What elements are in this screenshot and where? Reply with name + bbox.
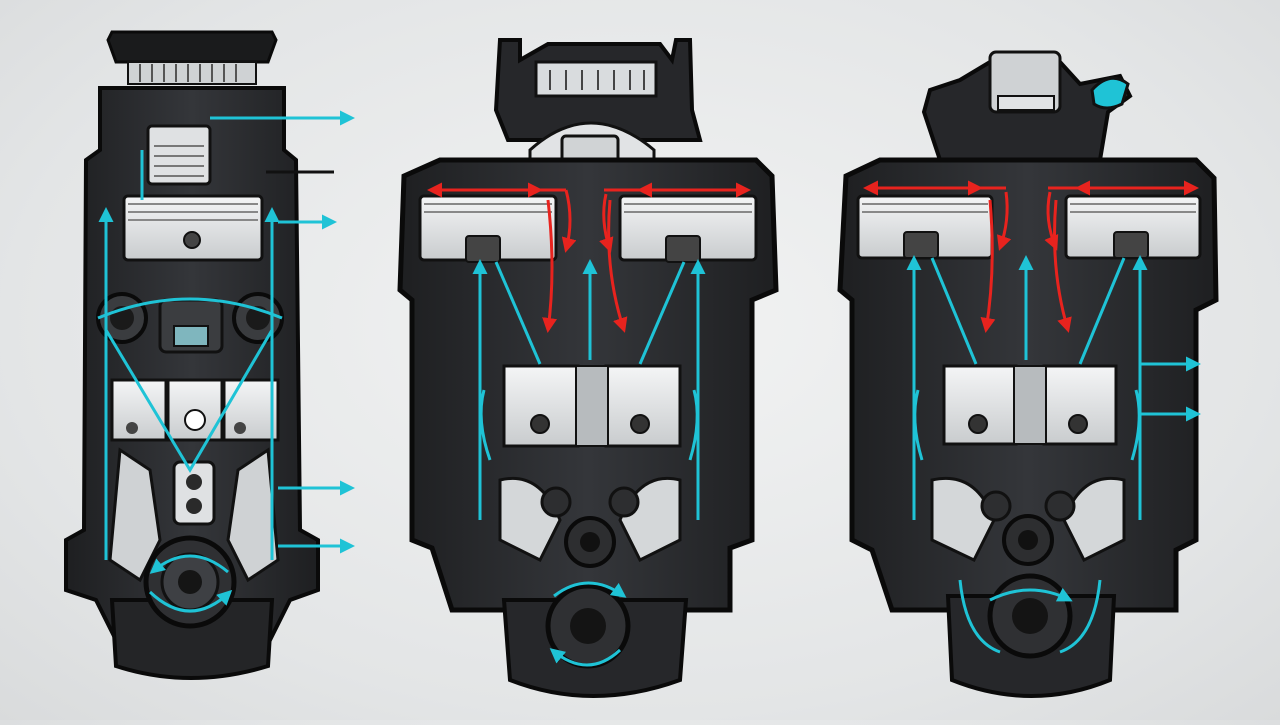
- engine-center: [397, 38, 779, 698]
- piston-upper: [122, 194, 264, 262]
- bolt-icon: [183, 231, 201, 249]
- engine-top-cap: [106, 30, 278, 64]
- sensor-icon: [465, 235, 501, 263]
- engine-left: [64, 30, 355, 680]
- sensor-icon: [665, 235, 701, 263]
- intake-plenum: [534, 60, 658, 98]
- piston: [604, 364, 682, 448]
- piston: [110, 378, 168, 442]
- coolant-reservoir: [1090, 76, 1130, 110]
- engine-right: [837, 50, 1219, 698]
- piston: [502, 364, 580, 448]
- coolant-flow-lines: [472, 259, 706, 667]
- sensor-icon: [1113, 231, 1149, 259]
- heat-flow-lines: [863, 180, 1199, 333]
- heat-flow-lines: [427, 182, 751, 333]
- coolant-flow-lines: [97, 110, 355, 613]
- piston: [222, 378, 280, 442]
- coolant-flow-lines: [906, 255, 1201, 654]
- oil-sump: [109, 598, 275, 680]
- sensor-icon: [903, 231, 939, 259]
